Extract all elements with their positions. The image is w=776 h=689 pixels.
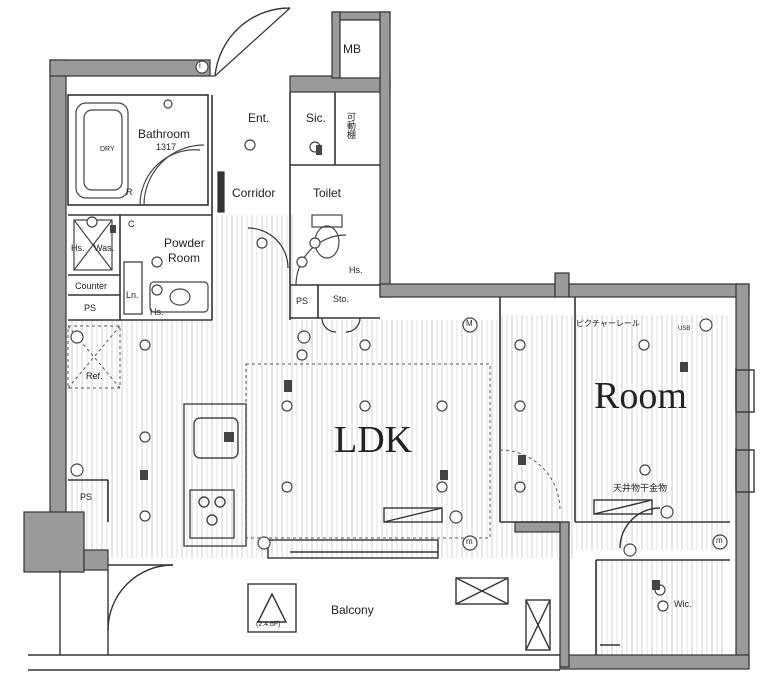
picture-rail-label: ピクチャーレール [576,319,640,328]
powder-room-label-2: Room [168,251,201,265]
inner-walls [67,92,730,655]
toilet-fixture [295,214,347,286]
shoe-closet-label: Sic. [306,111,327,125]
movable-shelf-label: 可動棚 [346,112,356,139]
corridor-floor [215,215,295,320]
counter-label: Counter [75,281,108,291]
ps-label-2: PS [296,296,309,306]
hs-label-basin: Hs. [150,307,164,317]
windows-and-balcony [28,369,755,671]
room-label: Room [594,375,687,417]
powder-room-label-1: Powder [164,236,205,250]
washer-label: Was. [94,243,115,253]
ps-label-3: PS [80,492,93,502]
c-symbol: C [128,219,135,229]
outer-walls [23,11,750,670]
toilet-label: Toilet [313,186,342,200]
ldk-floor [68,320,576,558]
meter-symbol-top: M [466,319,473,328]
r-symbol: R [126,187,133,197]
entrance-label: Ent. [248,111,270,125]
dry-label: DRY [100,146,115,153]
hs-label-powder: Hs. [71,243,85,253]
outdoor-unit-label: (2.4.6F) [256,621,281,628]
bath-size-label: 1317 [156,142,177,152]
ceiling-lights [70,60,728,612]
meter-symbol-bottom: m [466,537,473,546]
hs-label-toilet: Hs. [349,265,363,275]
ceiling-hardware-label: 天井物干金物 [613,483,668,493]
ps-label-1: PS [84,303,97,313]
meter-symbol-room: m [716,536,723,545]
small-symbols [110,145,688,590]
kitchen-counter [183,403,247,547]
linen-label: Ln. [126,290,139,300]
storage-doors [123,171,361,333]
entrance-door [210,7,291,77]
bathroom-label: Bathroom [138,127,191,141]
storage-label: Sto. [333,294,350,304]
wic-label: Wic. [674,599,692,609]
corridor-label: Corridor [232,186,276,200]
mb-box [339,19,381,79]
usb-label: USB [678,326,691,332]
balcony-label: Balcony [331,603,374,617]
bathtub [75,102,205,206]
powder-fixtures [73,149,209,313]
room-floor [500,315,730,550]
mb-label: MB [343,42,361,56]
ldk-label: LDK [334,419,413,461]
i-symbol: i [199,61,201,70]
fridge-label: Ref. [86,371,103,381]
